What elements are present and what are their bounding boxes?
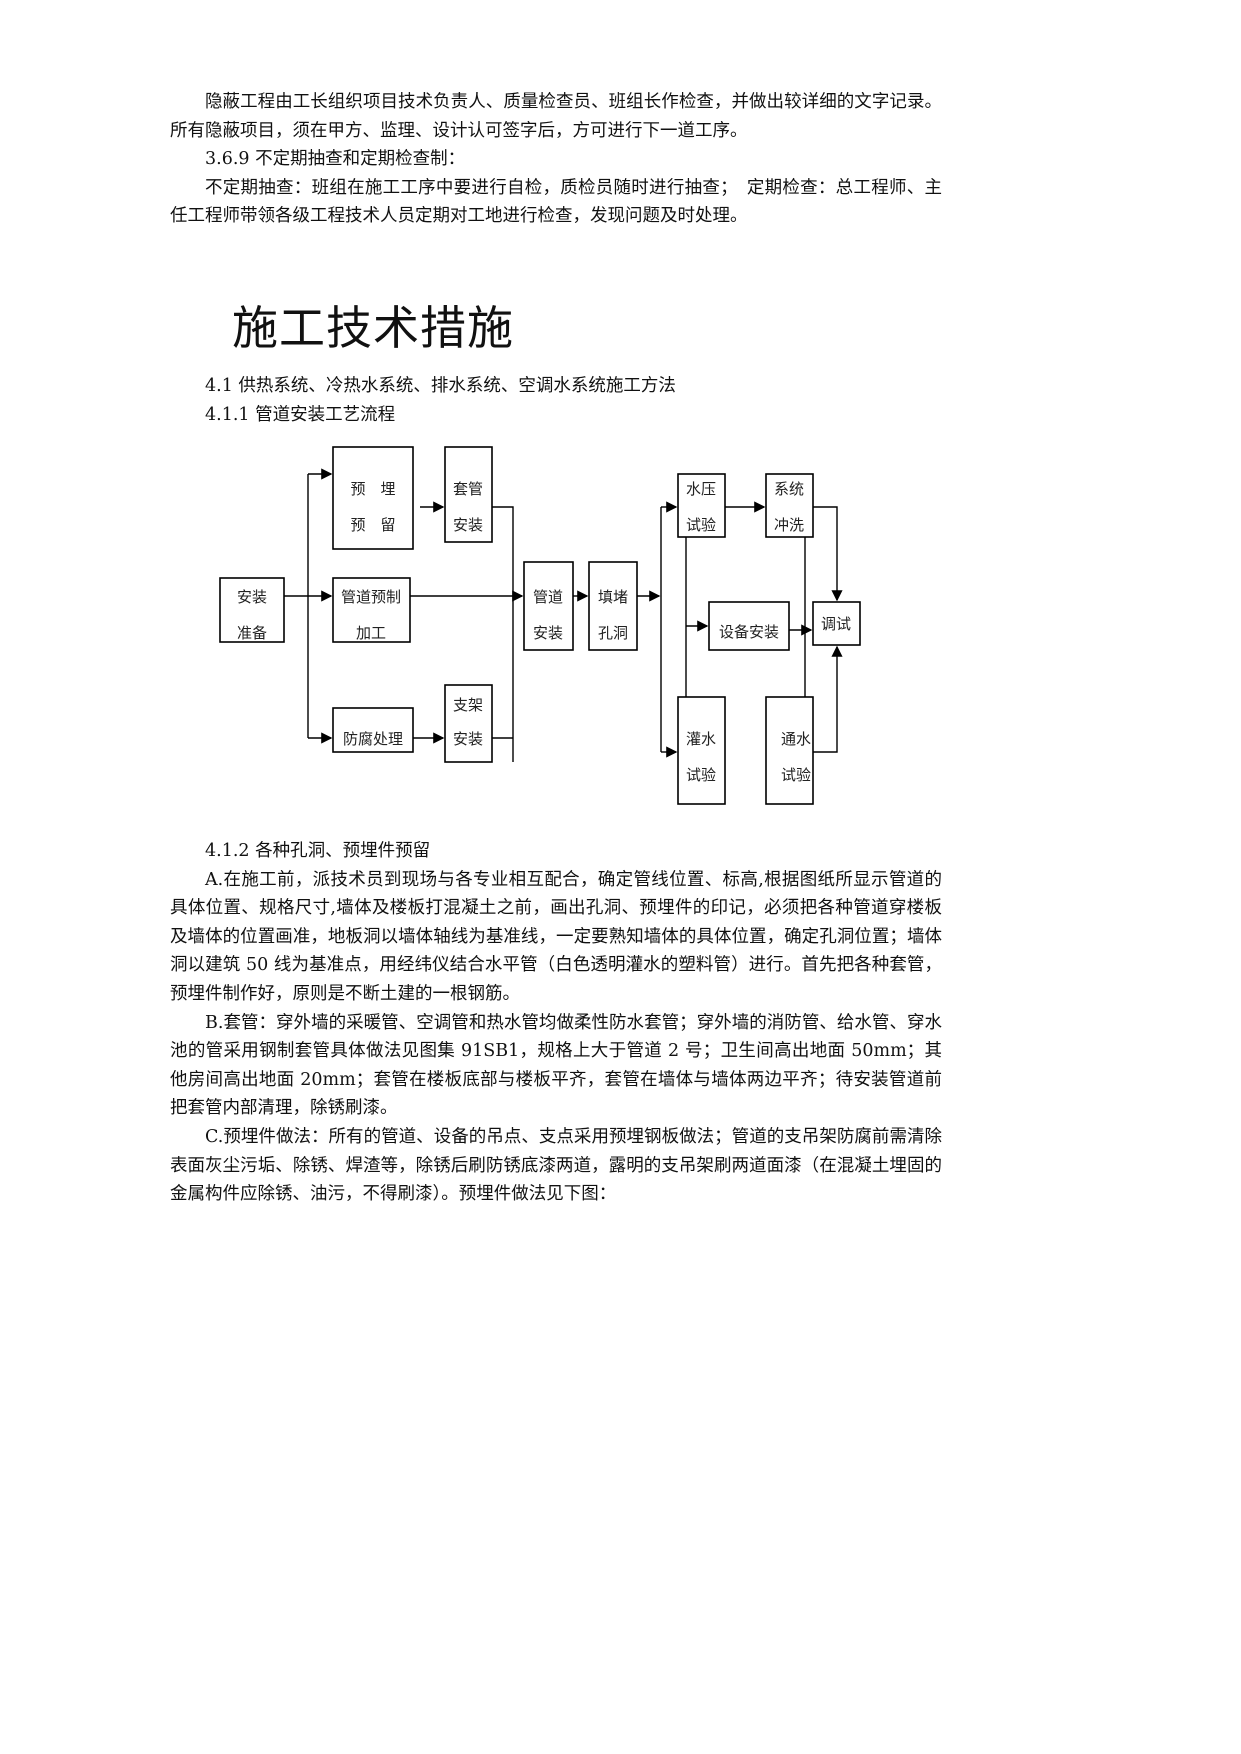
- box-water: [765, 696, 814, 805]
- flow-connectors: [284, 468, 843, 762]
- box-anticorr: [332, 707, 414, 753]
- box-fill: [588, 561, 638, 651]
- box-prefab: [332, 577, 411, 643]
- box-support: [444, 684, 493, 763]
- paragraph-b: B.套管：穿外墙的采暖管、空调管和热水管均做柔性防水套管；穿外墙的消防管、给水管…: [170, 1012, 942, 1119]
- label-embed: 预 埋: [350, 480, 395, 498]
- pipe-installation-flowchart: 安装 准备 预 埋 预 留 套管 安装 管道预制 加工 防腐处理 支架 安装 管…: [219, 446, 861, 805]
- label-sleeve: 安装: [453, 516, 483, 534]
- subheading: 4.1 供热系统、冷热水系统、排水系统、空调水系统施工方法: [205, 376, 676, 396]
- section-4-1: 4.1 供热系统、冷热水系统、排水系统、空调水系统施工方法 4.1.1 管道安装…: [170, 372, 942, 429]
- label-pressure: 试验: [686, 516, 716, 534]
- paragraph-c: C.预埋件做法：所有的管道、设备的吊点、支点采用预埋钢板做法；管道的支吊架防腐前…: [170, 1126, 942, 1205]
- top-section: 隐蔽工程由工长组织项目技术负责人、质量检查员、班组长作检查，并做出较详细的文字记…: [170, 88, 942, 231]
- label-pipe: 管道: [533, 588, 563, 606]
- section-heading: 施工技术措施: [232, 301, 514, 355]
- section-4-1-2: 4.1.2 各种孔洞、预埋件预留 A.在施工前，派技术员到现场与各专业相互配合，…: [170, 837, 942, 1209]
- label-anticorr: 防腐处理: [343, 730, 403, 748]
- box-pressure: [677, 473, 726, 538]
- label-sleeve: 套管: [453, 480, 483, 498]
- label-fill: 孔洞: [598, 624, 628, 642]
- box-equip: [708, 601, 790, 651]
- subheading: 4.1.1 管道安装工艺流程: [205, 404, 396, 425]
- label-irrig: 试验: [686, 766, 716, 784]
- paragraph: 隐蔽工程由工长组织项目技术负责人、质量检查员、班组长作检查，并做出较详细的文字记…: [170, 92, 942, 141]
- box-irrig: [677, 696, 726, 805]
- label-prep: 安装: [237, 588, 267, 606]
- label-pressure: 水压: [686, 480, 716, 498]
- label-irrig: 灌水: [686, 730, 716, 748]
- subheading: 3.6.9 不定期抽查和定期检查制：: [205, 149, 466, 170]
- box-flush: [765, 473, 814, 538]
- label-flush: 系统: [774, 480, 804, 498]
- paragraph: 不定期抽查：班组在施工工序中要进行自检，质检员随时进行抽查； 定期检查：总工程师…: [170, 177, 942, 227]
- box-debug: [812, 601, 861, 646]
- box-prep: [219, 577, 285, 643]
- label-equip: 设备安装: [719, 623, 779, 641]
- label-support: 支架: [453, 696, 483, 714]
- label-prefab: 管道预制: [341, 588, 401, 606]
- label-prefab: 加工: [356, 624, 386, 642]
- box-pipe: [523, 561, 574, 651]
- label-water: 通水: [781, 730, 811, 748]
- label-embed: 预 留: [350, 516, 395, 534]
- label-flush: 冲洗: [774, 516, 804, 534]
- subheading: 4.1.2 各种孔洞、预埋件预留: [205, 841, 431, 861]
- label-water: 试验: [781, 766, 811, 784]
- box-sleeve: [444, 446, 493, 543]
- label-fill: 填堵: [598, 588, 628, 606]
- paragraph-a: A.在施工前，派技术员到现场与各专业相互配合，确定管线位置、标高,根据图纸所显示…: [170, 869, 942, 1004]
- label-support: 安装: [453, 730, 483, 748]
- label-debug: 调试: [821, 615, 851, 633]
- label-pipe: 安装: [533, 624, 563, 642]
- label-prep: 准备: [237, 624, 267, 642]
- box-embed: [332, 446, 414, 550]
